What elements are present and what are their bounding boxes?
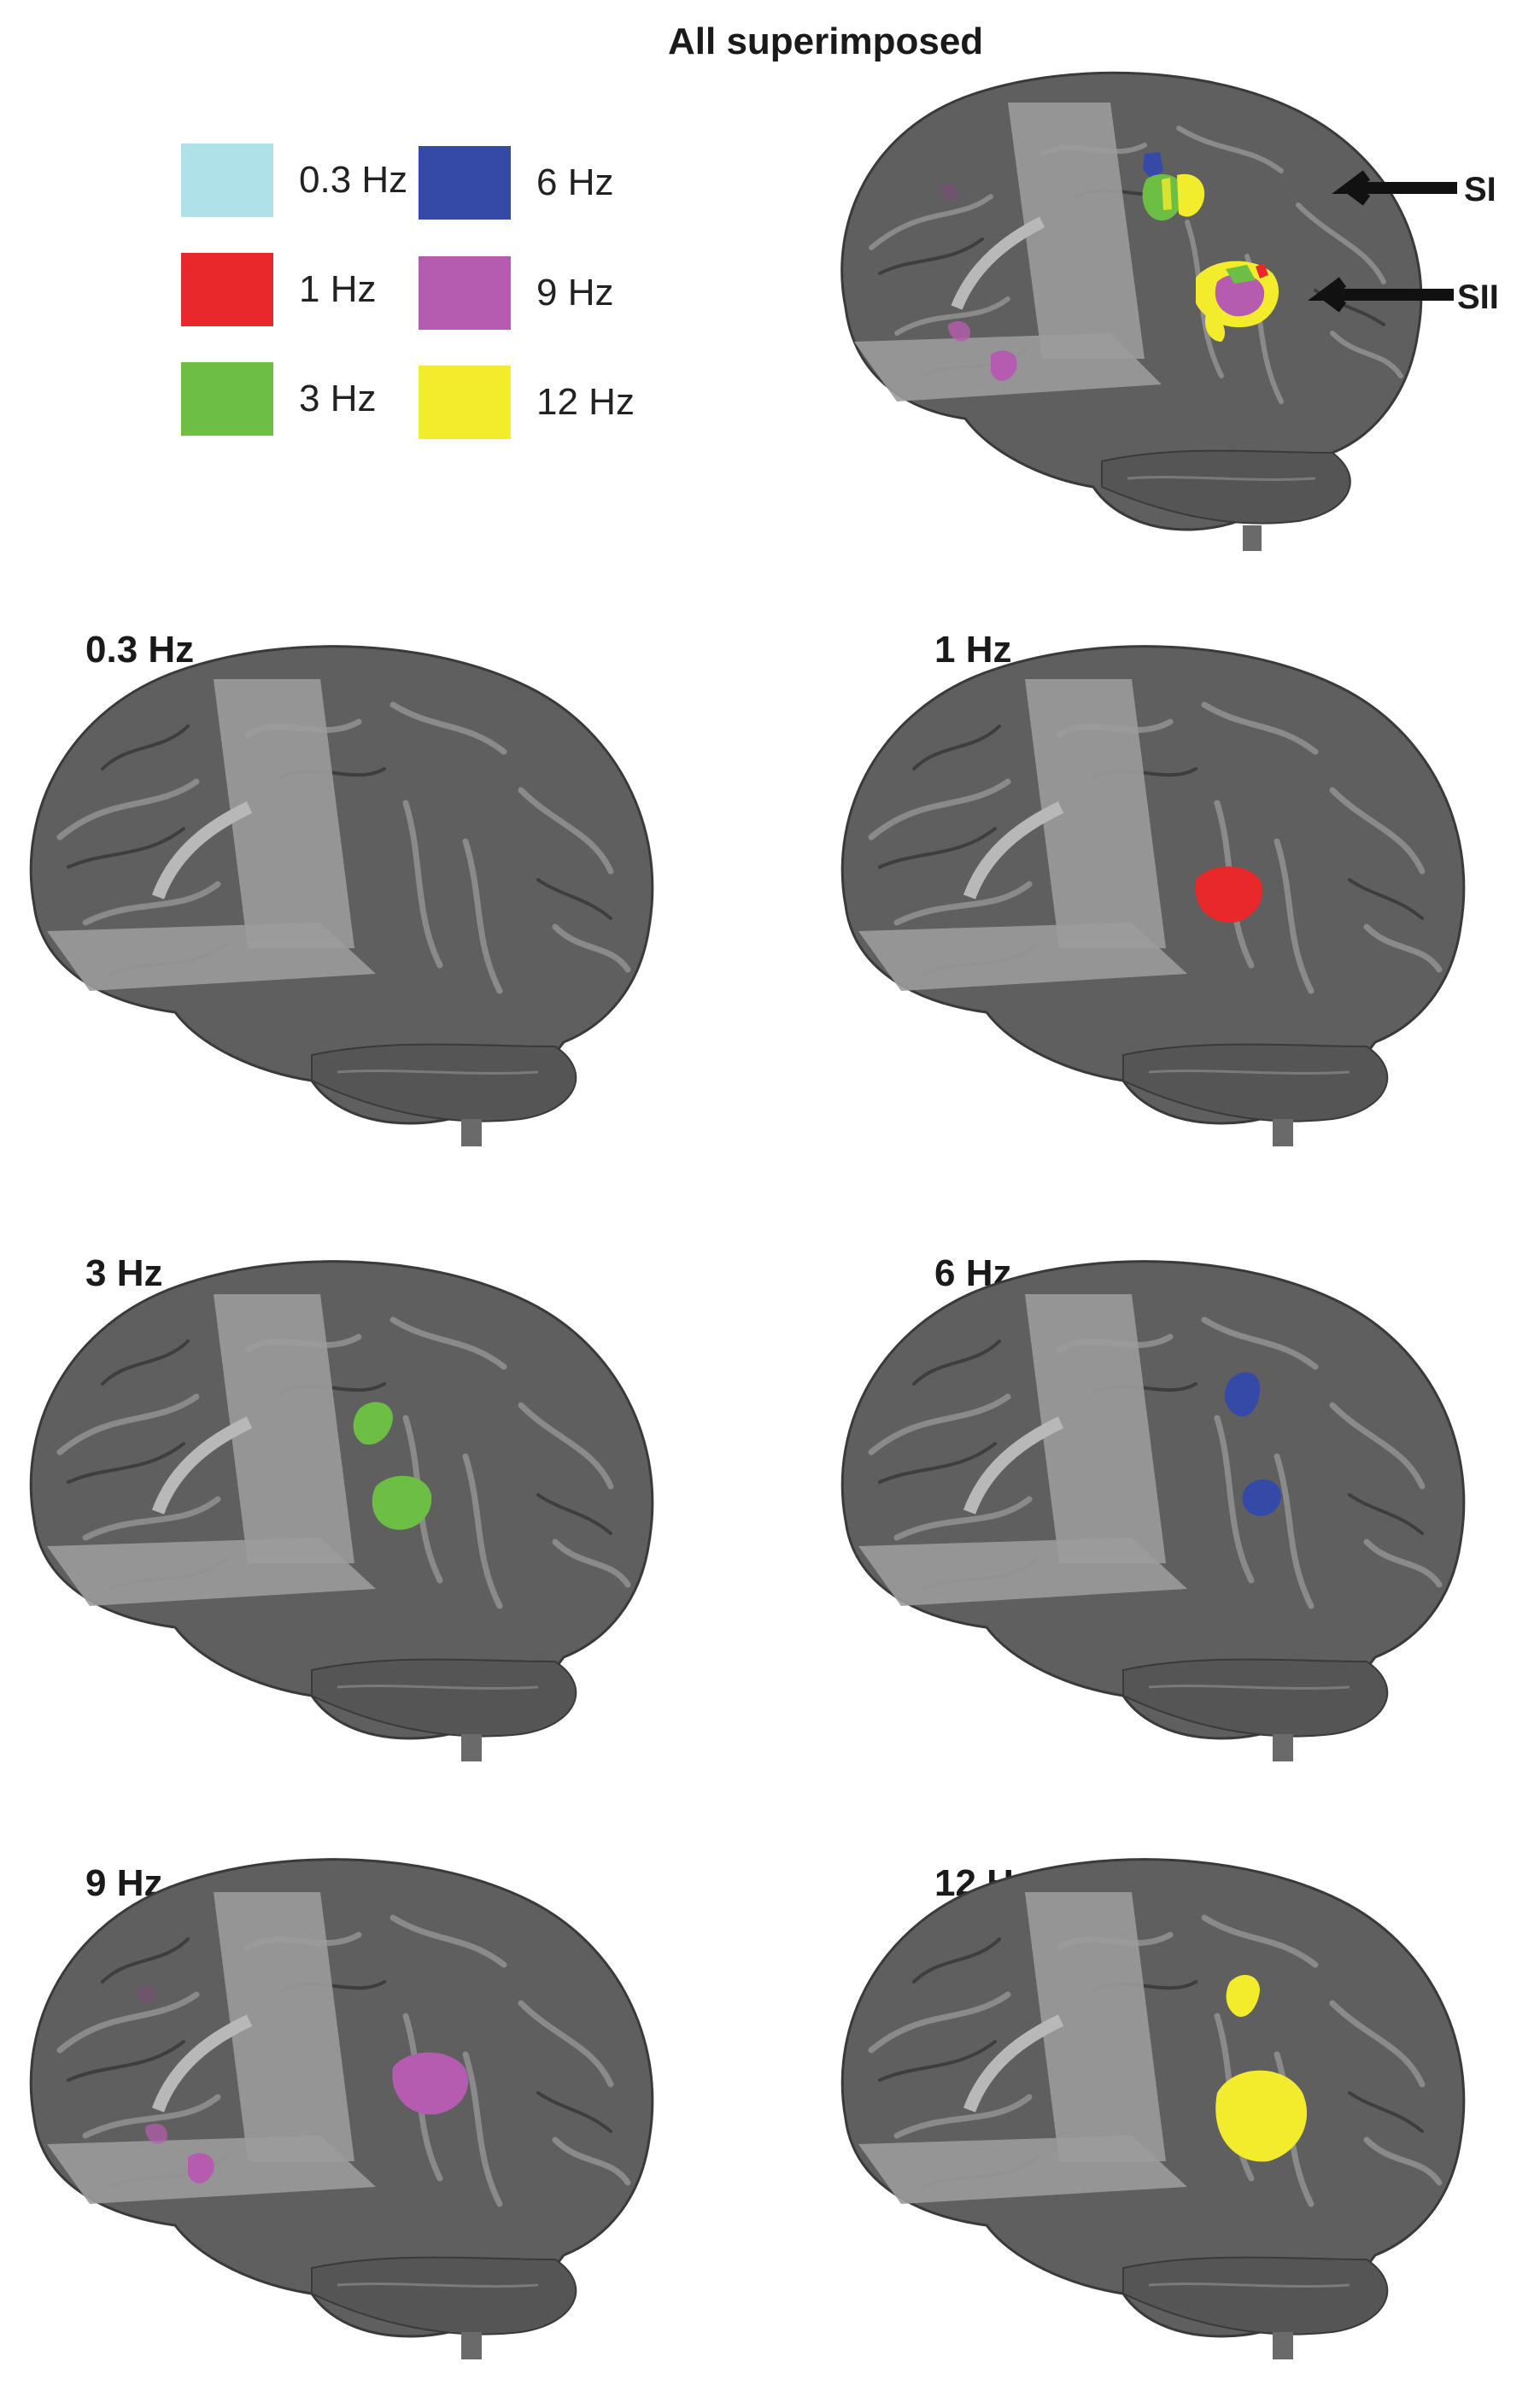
panel-title-1hz: 1 Hz [934, 629, 1012, 671]
panel-title-3hz: 3 Hz [85, 1252, 163, 1294]
activation-blue [1242, 1479, 1281, 1516]
activation-red [1195, 866, 1263, 923]
brain-render-6hz [840, 1260, 1466, 1761]
activation-blobs [940, 152, 1279, 381]
activation-magenta [137, 1986, 156, 2004]
legend-swatch-12hz [419, 366, 511, 439]
legend-swatch-3hz [181, 362, 273, 436]
brain-render-1hz [840, 645, 1466, 1146]
legend-label: 3 Hz [299, 378, 377, 419]
legend-swatch-1hz [181, 253, 273, 326]
brain-render-superimposed [840, 71, 1457, 551]
panel-title-0.3hz: 0.3 Hz [85, 629, 195, 671]
superimposed-title: All superimposed [668, 21, 984, 62]
legend-item-9hz: 9 Hz [419, 256, 613, 330]
brain-render-12hz [840, 1858, 1466, 2359]
brain-panel-9hz [17, 1837, 683, 2383]
activation-yellow [1215, 2070, 1308, 2162]
brain-render-3hz [29, 1260, 654, 1761]
legend-swatch-0.3hz [181, 144, 273, 217]
brain-cutaway [858, 1892, 1187, 2204]
legend-item-1hz: 1 Hz [181, 253, 376, 326]
legend-label: 1 Hz [299, 268, 377, 310]
activation-magenta [145, 2123, 167, 2144]
legend-label: 9 Hz [536, 272, 614, 314]
brain-render-9hz [29, 1858, 654, 2359]
activation-blue [1224, 1372, 1260, 1417]
activation-magenta [188, 2153, 214, 2183]
activation-green [372, 1475, 432, 1530]
legend-label: 12 Hz [536, 381, 635, 423]
activation-magenta [392, 2052, 469, 2115]
legend-item-0.3hz: 0.3 Hz [181, 144, 407, 217]
legend-label: 0.3 Hz [299, 159, 408, 201]
arrow-sii [1308, 277, 1454, 313]
brain-panel-3hz [17, 1239, 683, 1785]
brain-cutaway [854, 103, 1162, 401]
brain-cutaway [47, 679, 376, 991]
legend-label: 6 Hz [536, 161, 614, 203]
brain-panel-superimposed [820, 51, 1469, 564]
legend-item-3hz: 3 Hz [181, 362, 376, 436]
legend-item-6hz: 6 Hz [419, 146, 613, 220]
legend-swatch-6hz [419, 146, 511, 220]
brain-render-0.3hz [29, 645, 654, 1146]
arrow-label-sii: SII [1457, 278, 1499, 316]
legend-swatch-9hz [419, 256, 511, 330]
activation-yellow [1226, 1974, 1260, 2017]
brain-panel-6hz [829, 1239, 1495, 1785]
brain-cutaway [858, 679, 1187, 991]
activation-green [353, 1402, 393, 1445]
arrow-label-si: SI [1464, 171, 1496, 208]
brain-cutaway [47, 1294, 376, 1606]
arrow-si [1332, 170, 1457, 206]
brain-panel-1hz [829, 624, 1495, 1170]
legend-item-12hz: 12 Hz [419, 366, 635, 439]
brain-panel-12hz [829, 1837, 1495, 2383]
brain-panel-0.3hz [17, 624, 683, 1170]
brain-cutaway [858, 1294, 1187, 1606]
